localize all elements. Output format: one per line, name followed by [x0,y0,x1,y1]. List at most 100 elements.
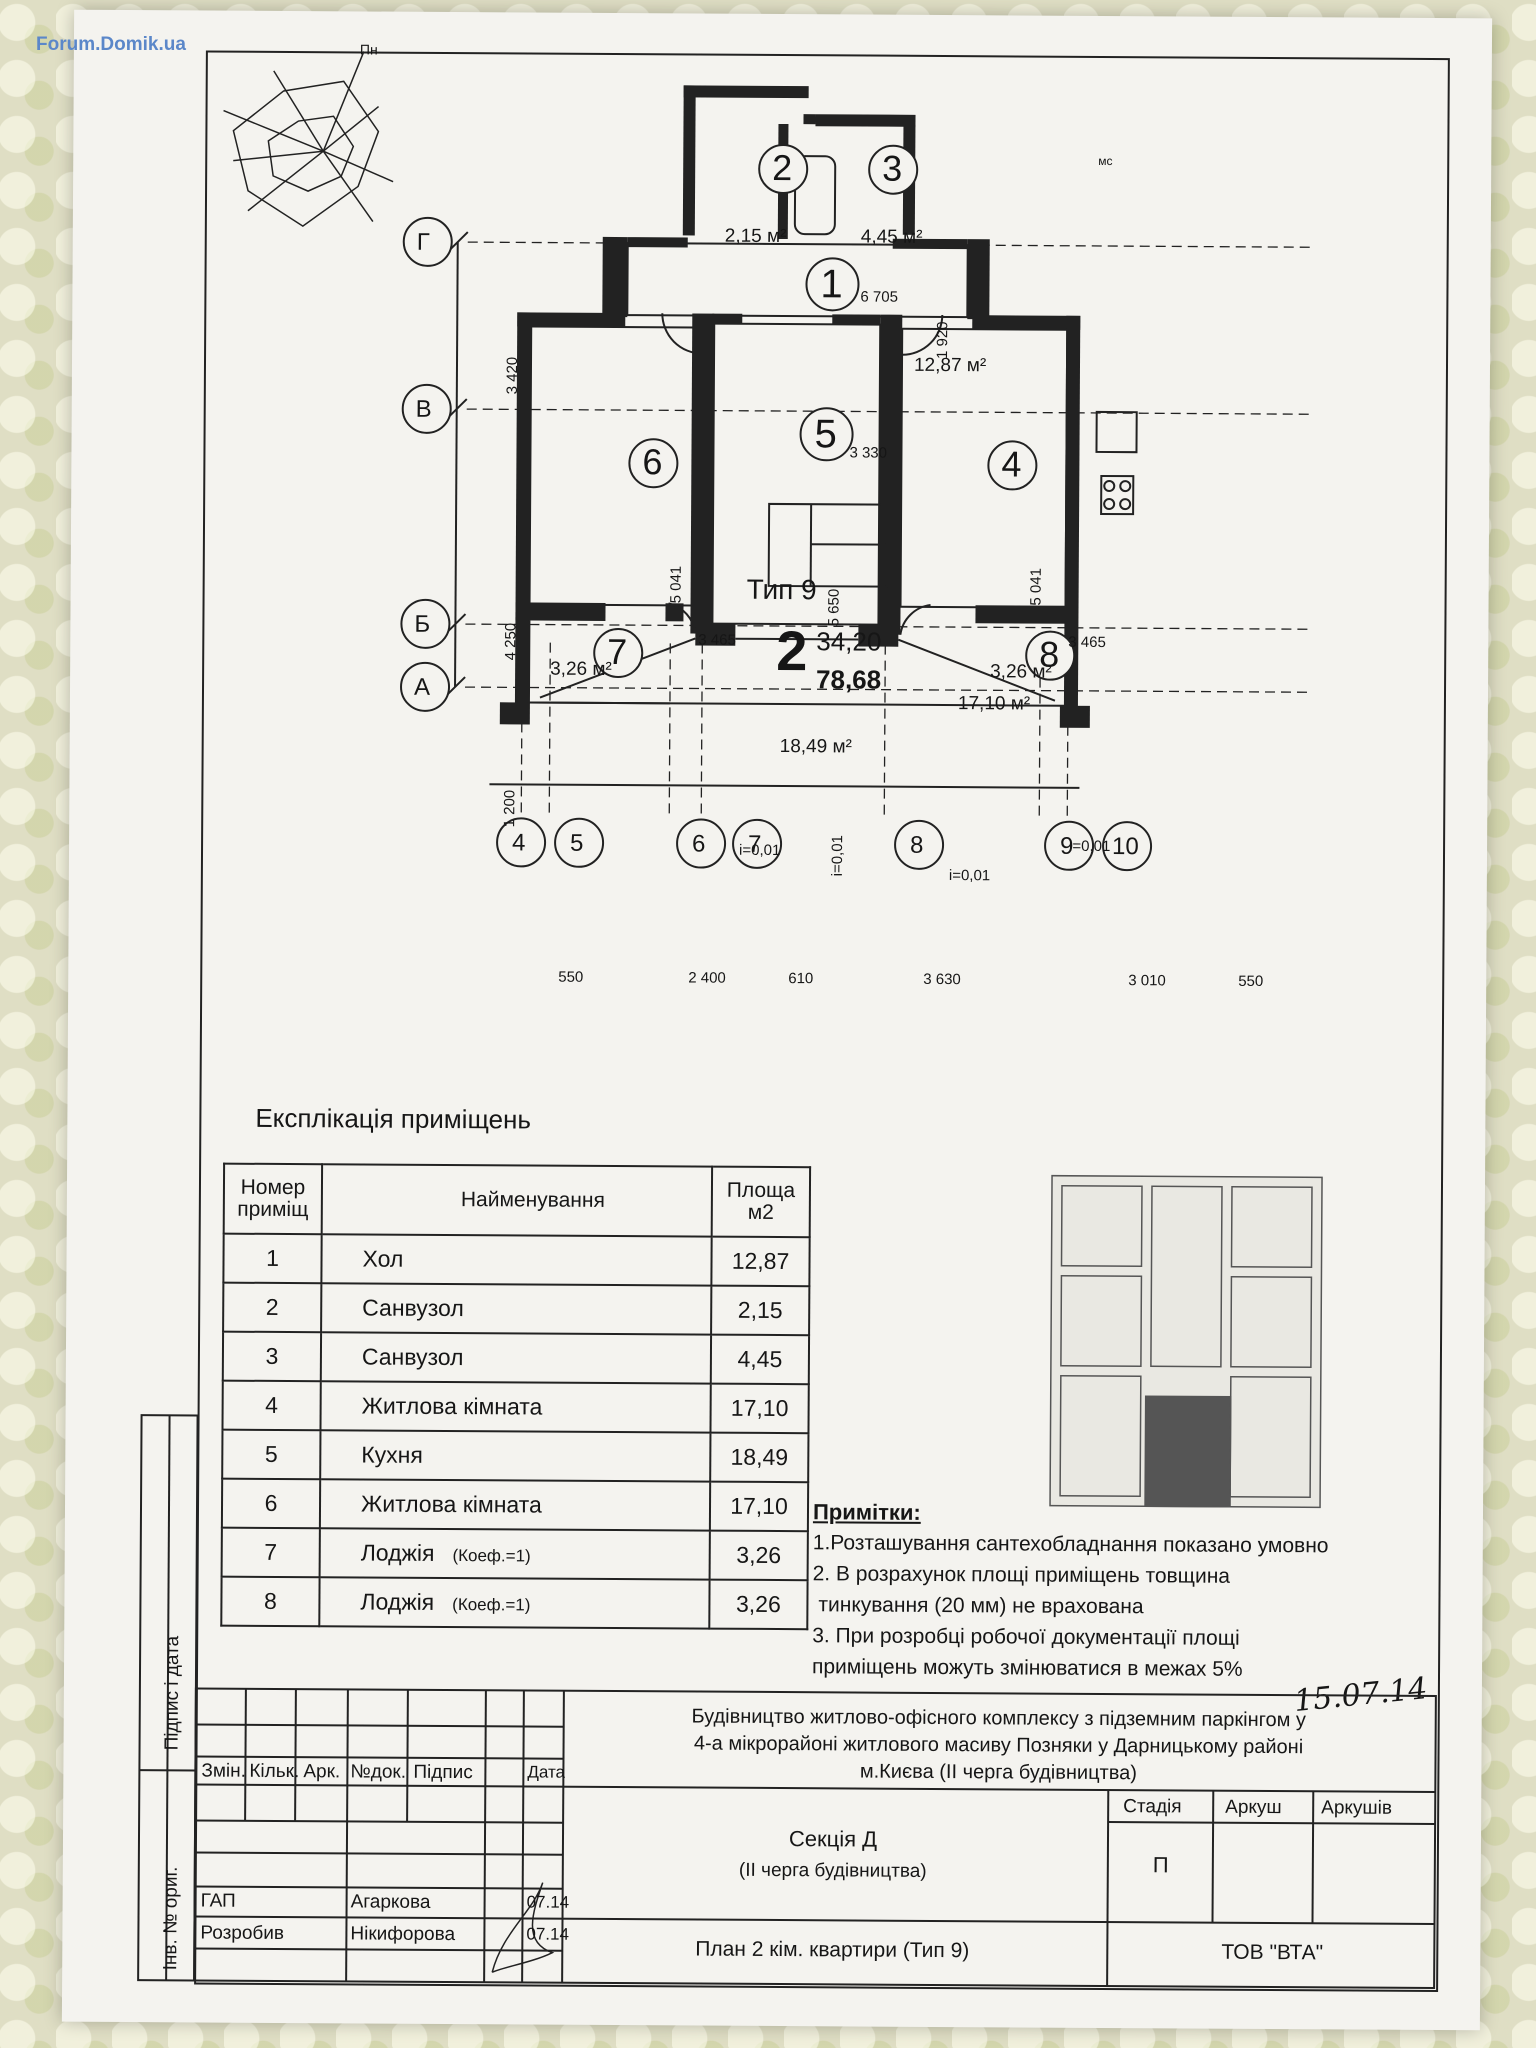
wall [683,85,809,99]
drawing-sheet: Г В Б А 4 5 6 7 8 9 10 Пн 2 3 1 4 5 6 7 … [61,9,1493,2031]
floor-plan [223,51,1313,872]
dimension: 3 010 [1128,972,1166,990]
apartment-type: Тип 9 [746,573,817,606]
row-number: 4 [222,1380,321,1431]
table-header-row: Номер приміщ Найменування Площа м2 [223,1163,811,1238]
row-name: Житлова кімната [320,1381,711,1433]
wall [602,236,628,318]
north-label: Пн [359,41,378,58]
person-name: Агаркова [350,1891,431,1913]
axis-label: 4 [511,829,526,857]
room-area: 3,26 м² [990,661,1052,683]
col-header: Кільк. [249,1760,300,1783]
row-area: 18,49 [710,1432,809,1483]
row-area: 3,26 [709,1530,808,1581]
header-name: Найменування [321,1164,713,1237]
row-name: Хол [321,1234,712,1286]
dimension: 3 330 [849,444,888,462]
wall [967,239,990,320]
wall [517,312,626,328]
room-number: 5 [814,412,837,457]
fixture-label: мс [1098,153,1113,169]
row-number: 7 [221,1527,320,1578]
row-name-text: Хол [362,1245,404,1272]
row-name: Кухня [320,1430,711,1482]
row-area: 3,26 [709,1579,808,1630]
axis-label: А [413,673,431,701]
dimension: 550 [558,968,584,986]
section-sub: (ІІ черга будівництва) [738,1859,927,1882]
row-name: Лоджія(Коеф.=1) [319,1577,710,1629]
wall [1059,705,1090,728]
dimension: 1 200 [501,789,519,828]
dimension: 550 [1238,972,1264,990]
table-row: 5 Кухня 18,49 [222,1429,809,1483]
dimension: 2 400 [688,969,726,987]
axis-label: 6 [691,830,706,858]
note-line: 2. В розрахунок площі приміщень товщина [812,1562,1231,1588]
dimension: 5 041 [667,565,685,604]
wall [515,602,606,621]
row-area: 4,45 [710,1334,810,1385]
room-number: 6 [642,441,663,483]
slope-label: i=0,01 [738,841,781,860]
header-area: Площа м2 [711,1166,811,1238]
room-area: 2,15 м² [724,225,787,248]
axis-label: В [415,395,432,423]
wall [972,315,1081,330]
wall [858,624,899,647]
row-name: Санвузол [321,1283,712,1335]
row-name-text: Лоджія [360,1539,435,1566]
notes-title: Примітки: [812,1499,921,1525]
row-number: 8 [221,1576,320,1627]
dimension: 3 420 [503,356,522,395]
wall [878,314,903,635]
wind-rose-icon [223,51,394,227]
drawing-title: План 2 кім. квартири (Тип 9) [695,1937,970,1963]
stage-header: Аркуш [1225,1796,1282,1819]
watermark: Forum.Domik.ua [36,34,186,55]
room-number: 2 [772,146,793,189]
side-label-signature: Підпис і дата [161,1635,184,1751]
row-area: 2,15 [711,1285,810,1336]
project-line: 4-а мікрорайоні житлового масиву Позняки… [693,1732,1304,1759]
wall [499,702,530,725]
row-name-text: Кухня [361,1441,423,1468]
col-header: Арк. [303,1761,341,1783]
room-area: 17,10 м² [957,693,1031,715]
dimension: 610 [788,970,814,988]
dimension: 3 465 [698,631,736,649]
explication-table: Номер приміщ Найменування Площа м2 1 Хол 1… [220,1163,811,1631]
wall [803,114,816,125]
role: Розробив [200,1922,285,1945]
wall [975,605,1071,624]
axis-label: 8 [909,831,924,859]
room-number: 3 [882,147,903,189]
note-line: тинкування (20 мм) не врахована [818,1593,1144,1619]
room-area: 18,49 м² [779,736,852,758]
slope-label: i=0,01 [1069,837,1111,856]
notes: Примітки: 1.Розташування сантехобладнанн… [812,1496,1329,1685]
dimension: 6 705 [860,288,899,306]
wall [682,85,696,236]
axis-bubble-G [402,216,453,267]
slope-label: i=0,01 [948,867,991,885]
col-header: Підпис [413,1761,473,1784]
stage-value: П [1152,1852,1169,1878]
row-area: 17,10 [710,1383,809,1434]
axis-label: 10 [1111,833,1139,861]
row-number: 3 [222,1331,322,1382]
rooms-count: 2 [776,618,808,683]
row-number: 1 [223,1233,322,1284]
wall [695,623,736,646]
row-name: Житлова кімната [319,1479,711,1531]
row-number: 5 [222,1429,321,1480]
living-area: 34,20 [816,626,882,657]
room-area: 3,26 м² [550,658,612,680]
col-header: Дата [527,1762,566,1782]
